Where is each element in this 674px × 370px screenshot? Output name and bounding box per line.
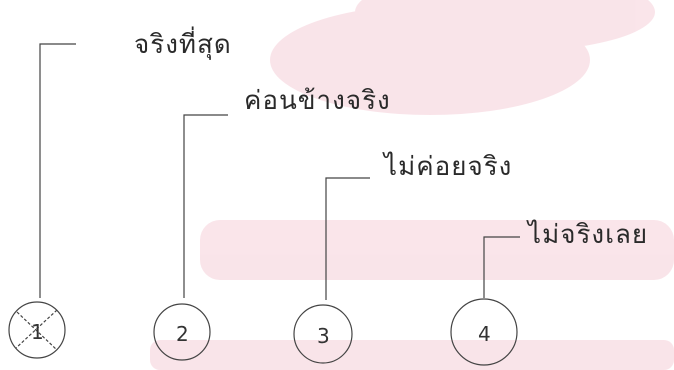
leader-line-2	[183, 114, 228, 298]
option-label-4: ไม่จริงเลย	[528, 220, 649, 250]
option-number-3: 3	[317, 324, 330, 348]
cross-mark-line-b	[15, 309, 58, 349]
leader-line-4	[483, 236, 520, 298]
option-number-1: 1	[31, 320, 44, 344]
leader-line-1	[39, 43, 76, 298]
cross-mark-line-a	[16, 311, 58, 351]
option-circle-1	[8, 301, 66, 359]
option-label-1: จริงที่สุด	[134, 30, 232, 60]
watermark-text-row-1	[200, 220, 674, 280]
option-circle-4	[450, 298, 518, 366]
option-number-2: 2	[176, 322, 189, 346]
leader-line-3	[325, 177, 370, 300]
option-label-2: ค่อนข้างจริง	[244, 86, 391, 116]
option-circle-2	[153, 303, 211, 361]
watermark-seal	[355, 0, 655, 52]
watermark-text-row-2	[150, 340, 674, 370]
watermark-seal-lower	[270, 5, 590, 115]
option-label-3: ไม่ค่อยจริง	[384, 152, 513, 182]
option-circle-3	[293, 304, 353, 364]
option-number-4: 4	[478, 322, 491, 346]
